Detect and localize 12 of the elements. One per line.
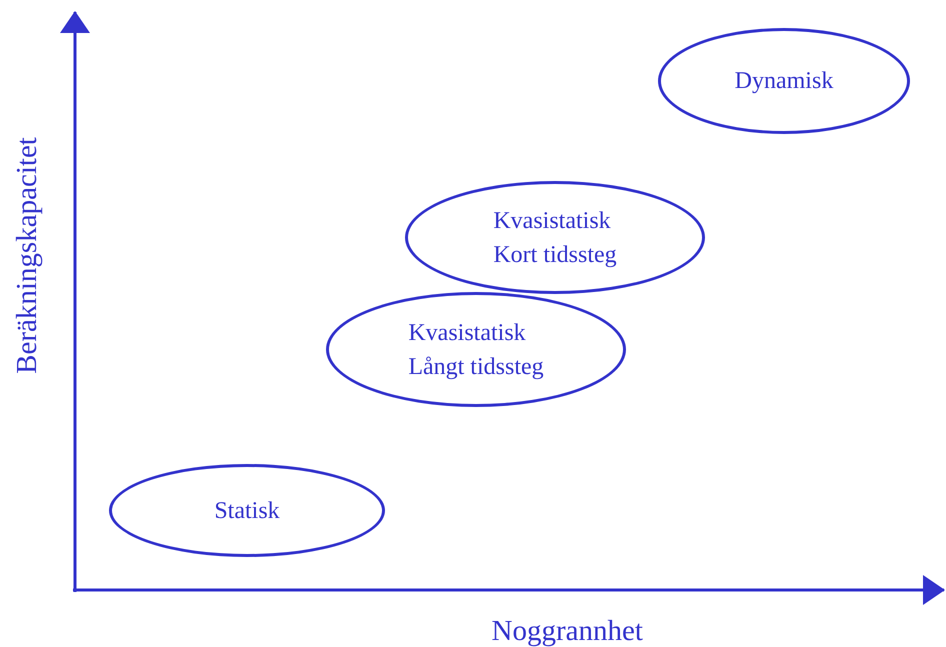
ellipse-label: Dynamisk xyxy=(734,67,834,96)
ellipse-label: Långt tidssteg xyxy=(408,352,544,382)
ellipse-label: Kvasistatisk xyxy=(408,318,526,348)
ellipse-label: Statisk xyxy=(214,496,280,526)
ellipse-node xyxy=(109,464,385,557)
ellipse-label: Kort tidssteg xyxy=(493,240,617,270)
axis-title: Noggrannhet xyxy=(492,614,643,647)
ellipse-node xyxy=(405,181,705,294)
ellipse-node xyxy=(658,28,910,134)
ellipse-label: Kvasistatisk xyxy=(493,206,611,236)
axis-title: Beräkningskapacitet xyxy=(10,136,44,374)
ellipse-node xyxy=(326,292,626,407)
